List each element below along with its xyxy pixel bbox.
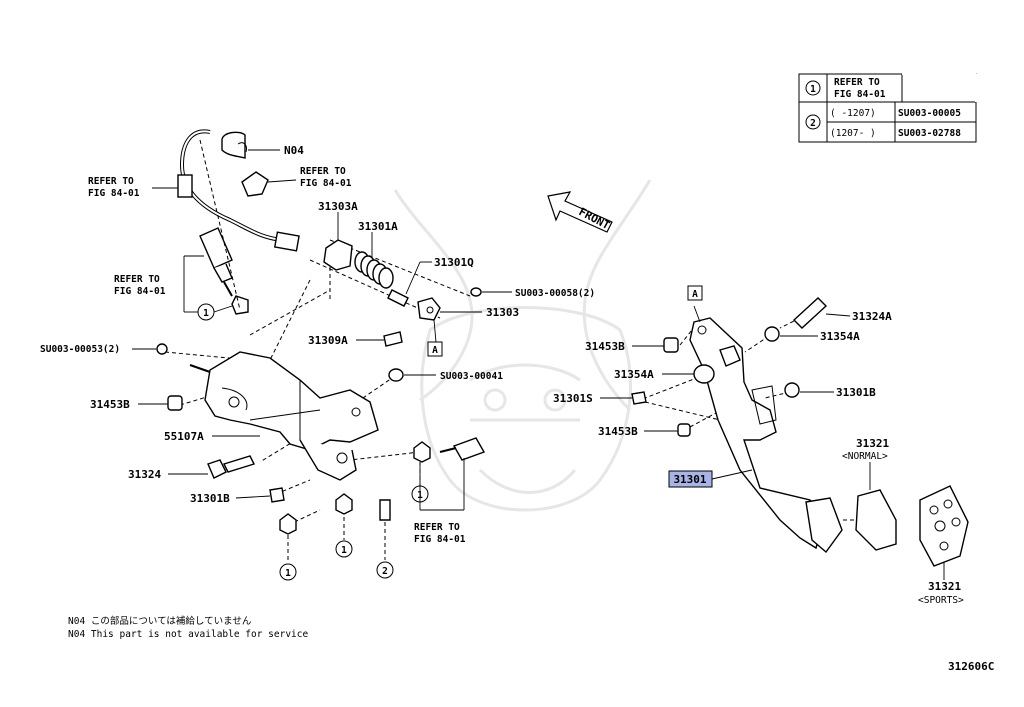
- wire-harness: REFER TO FIG 84-01: [88, 129, 300, 252]
- legend-row2-range-1: ( -1207): [830, 108, 876, 119]
- label-su003-00041: SU003-00041: [440, 371, 503, 382]
- legend-row1-text-a: REFER TO: [834, 77, 880, 88]
- legend-row2-part-1: SU003-00005: [898, 108, 961, 119]
- legend-key-1: 1: [810, 84, 816, 95]
- note-jp: N04 この部品については補給していません: [68, 615, 251, 627]
- pedal-position-sensor: 1 REFER TO FIG 84-01: [411, 437, 486, 545]
- bolt-31324: 31324 31301B: [128, 455, 285, 505]
- pedal-support-bracket: SU003-00053(2) 31453B 55107A SU003-00041: [40, 343, 503, 481]
- clevis-assembly: 31303A 31301A 31301Q SU003-00058(2) 3130…: [308, 200, 595, 357]
- legend-table: 1 REFER TO FIG 84-01 2 ( -1207) SU003-00…: [798, 73, 977, 143]
- label-31354A-left: 31354A: [614, 368, 654, 381]
- diagram-id: 312606C: [948, 660, 994, 673]
- label-31354A-right: 31354A: [820, 330, 860, 343]
- pedal-pad-normal: 31321 <NORMAL>: [842, 437, 897, 551]
- label-refer-top-b: FIG 84-01: [88, 188, 140, 199]
- label-su003-00058: SU003-00058(2): [515, 288, 595, 299]
- label-31321-sports: 31321: [928, 580, 961, 593]
- note-en: N04 This part is not available for servi…: [68, 629, 308, 640]
- harness-clip: REFER TO FIG 84-01: [241, 166, 352, 197]
- legend-row2-range-2: (1207- ): [830, 128, 876, 139]
- label-55107A: 55107A: [164, 430, 204, 443]
- label-refer-mid-b: FIG 84-01: [300, 178, 352, 189]
- label-refer-bottom-a: REFER TO: [414, 522, 460, 533]
- label-31301Q: 31301Q: [434, 256, 474, 269]
- label-n04: N04: [284, 144, 304, 157]
- right-callouts: A 31324A 31354A 31453B 31354A 31301B 313…: [553, 285, 892, 488]
- label-refer-mid-a: REFER TO: [300, 166, 346, 177]
- label-31301B-right: 31301B: [836, 386, 876, 399]
- lower-fasteners: 1 1 2: [279, 493, 394, 581]
- n04-clip: N04: [221, 131, 304, 159]
- label-31301-highlight[interactable]: 31301: [673, 473, 706, 486]
- label-refer-top-a: REFER TO: [88, 176, 134, 187]
- label-31301A: 31301A: [358, 220, 398, 233]
- front-direction-arrow: FRONT: [547, 191, 613, 233]
- clutch-pedal-arm: [689, 317, 843, 554]
- callout-1-c: 1: [341, 545, 347, 556]
- assembly-guides: [164, 139, 854, 562]
- label-refer-bottom-b: FIG 84-01: [414, 534, 466, 545]
- label-refer-left-a: REFER TO: [114, 274, 160, 285]
- label-31453B-right-2: 31453B: [598, 425, 638, 438]
- legend-row2-part-2: SU003-02788: [898, 128, 961, 139]
- stop-lamp-switch: REFER TO FIG 84-01 1: [114, 227, 249, 321]
- front-label: FRONT: [577, 205, 613, 232]
- callout-1-d: 1: [417, 490, 423, 501]
- label-31303A: 31303A: [318, 200, 358, 213]
- callout-2: 2: [382, 566, 388, 577]
- legend-key-2: 2: [810, 118, 816, 129]
- label-31309A: 31309A: [308, 334, 348, 347]
- label-31453B-right-1: 31453B: [585, 340, 625, 353]
- label-refer-left-b: FIG 84-01: [114, 286, 166, 297]
- callout-1-b: 1: [285, 568, 291, 579]
- label-31453B-left: 31453B: [90, 398, 130, 411]
- box-a-left: A: [432, 345, 438, 356]
- label-normal: <NORMAL>: [842, 451, 888, 462]
- pedal-pad-sports: 31321 <SPORTS>: [918, 485, 969, 606]
- return-spring: [354, 251, 394, 289]
- box-a-right: A: [692, 289, 698, 300]
- label-31324: 31324: [128, 468, 161, 481]
- watermark-emblem: [393, 179, 652, 512]
- label-31324A: 31324A: [852, 310, 892, 323]
- label-31303: 31303: [486, 306, 519, 319]
- label-sports: <SPORTS>: [918, 595, 964, 606]
- label-31321-normal: 31321: [856, 437, 889, 450]
- label-su003-00053: SU003-00053(2): [40, 344, 120, 355]
- callout-1-a: 1: [203, 308, 209, 319]
- legend-row1-text-b: FIG 84-01: [834, 89, 886, 100]
- label-31301B-left: 31301B: [190, 492, 230, 505]
- label-31301S: 31301S: [553, 392, 593, 405]
